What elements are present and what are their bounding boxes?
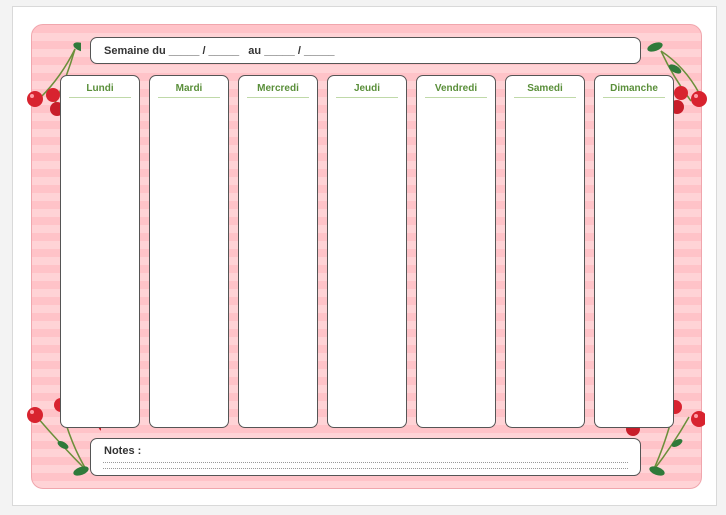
week-range-header[interactable]: Semaine du _____ / _____ au _____ / ____…: [90, 37, 641, 64]
day-column-lundi[interactable]: Lundi: [60, 75, 140, 428]
day-title: Jeudi: [336, 83, 398, 98]
day-column-mercredi[interactable]: Mercredi: [238, 75, 318, 428]
day-column-jeudi[interactable]: Jeudi: [327, 75, 407, 428]
day-column-vendredi[interactable]: Vendredi: [416, 75, 496, 428]
day-title: Mardi: [158, 83, 220, 98]
day-title: Samedi: [514, 83, 576, 98]
day-column-dimanche[interactable]: Dimanche: [594, 75, 674, 428]
day-title: Dimanche: [603, 83, 665, 98]
day-title: Vendredi: [425, 83, 487, 98]
notes-box[interactable]: Notes :: [90, 438, 641, 476]
day-column-mardi[interactable]: Mardi: [149, 75, 229, 428]
day-title: Mercredi: [247, 83, 309, 98]
notes-label: Notes :: [104, 445, 142, 457]
notes-line: [103, 462, 628, 463]
week-range-text: Semaine du _____ / _____ au _____ / ____…: [104, 44, 335, 57]
day-column-samedi[interactable]: Samedi: [505, 75, 585, 428]
planner-page: Semaine du _____ / _____ au _____ / ____…: [12, 6, 717, 506]
notes-line: [103, 468, 628, 469]
day-title: Lundi: [69, 83, 131, 98]
